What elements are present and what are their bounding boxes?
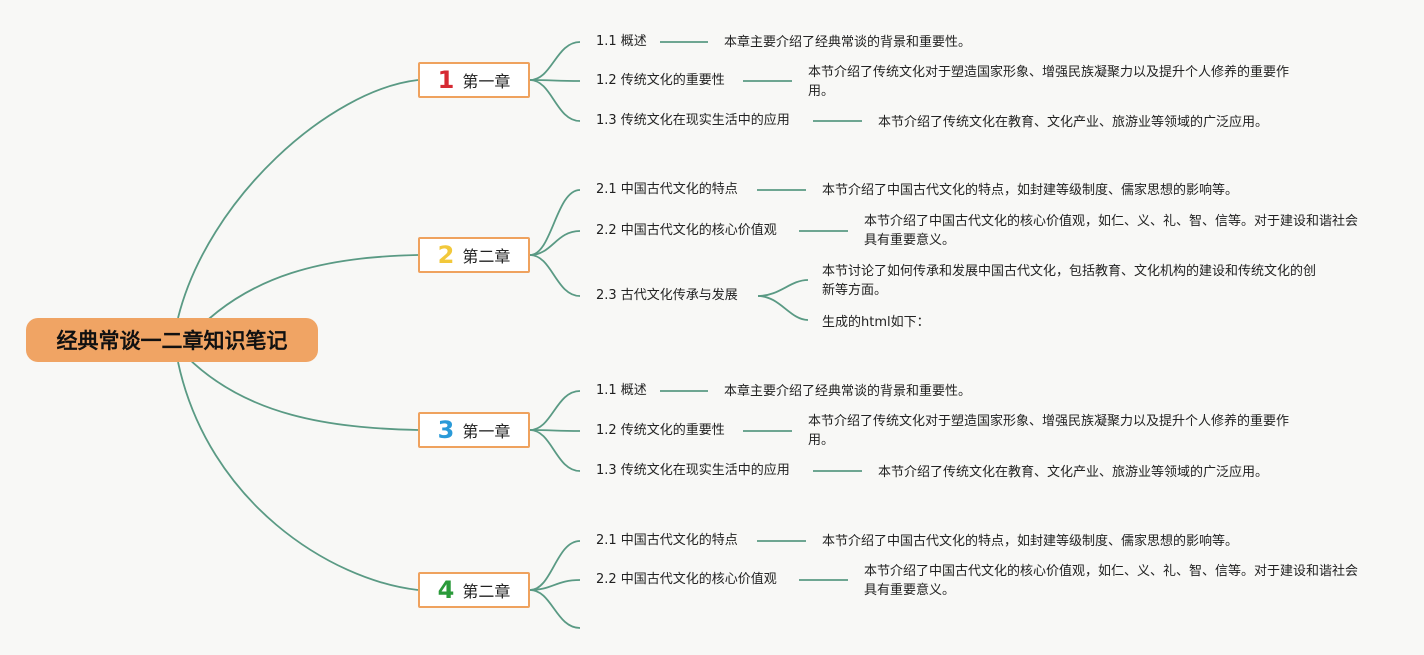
chapter-number: 3 xyxy=(437,416,455,444)
chapter-connector xyxy=(529,79,581,122)
topic-desc-connector xyxy=(757,295,809,321)
topic-label[interactable]: 1.3 传统文化在现实生活中的应用 xyxy=(596,113,790,128)
topic-label[interactable]: 1.3 传统文化在现实生活中的应用 xyxy=(596,463,790,478)
chapter-label: 第一章 xyxy=(462,422,511,441)
topic-label[interactable]: 2.1 中国古代文化的特点 xyxy=(596,533,738,548)
topic-description: 本节介绍了传统文化在教育、文化产业、旅游业等领域的广泛应用。 xyxy=(878,465,1269,480)
topic-description: 本节介绍了传统文化对于塑造国家形象、增强民族凝聚力以及提升个人修养的重要作用。 xyxy=(808,414,1290,448)
chapter-connector xyxy=(529,41,581,81)
root-connector xyxy=(185,254,419,343)
topic-label[interactable]: 2.1 中国古代文化的特点 xyxy=(596,182,738,197)
chapter-connector xyxy=(529,254,581,297)
chapter-number: 1 xyxy=(437,66,455,94)
chapter-connector xyxy=(529,579,581,591)
root-connector xyxy=(177,79,419,319)
chapter-connector xyxy=(529,189,581,256)
chapter-node-2[interactable]: 2 第二章 xyxy=(418,237,530,273)
topic-description: 本章主要介绍了经典常谈的背景和重要性。 xyxy=(724,384,972,399)
topic-description: 本节介绍了中国古代文化的特点，如封建等级制度、儒家思想的影响等。 xyxy=(822,183,1239,198)
topic-label[interactable]: 2.2 中国古代文化的核心价值观 xyxy=(596,223,777,238)
topic-description: 本节介绍了中国古代文化的核心价值观，如仁、义、礼、智、信等。对于建设和谐社会具有… xyxy=(864,214,1359,248)
topic-description: 本节介绍了中国古代文化的核心价值观，如仁、义、礼、智、信等。对于建设和谐社会具有… xyxy=(864,564,1359,598)
chapter-node-3[interactable]: 3 第一章 xyxy=(418,412,530,448)
topic-description: 本节讨论了如何传承和发展中国古代文化，包括教育、文化机构的建设和传统文化的创新等… xyxy=(822,264,1317,298)
topic-label[interactable]: 1.1 概述 xyxy=(596,34,647,49)
chapter-connector xyxy=(529,429,581,472)
topic-description: 生成的html如下： xyxy=(822,315,930,330)
chapter-number: 2 xyxy=(437,241,455,269)
chapter-connector xyxy=(529,390,581,431)
topic-label[interactable]: 2.2 中国古代文化的核心价值观 xyxy=(596,572,777,587)
chapter-node-1[interactable]: 1 第一章 xyxy=(418,62,530,98)
chapter-connector xyxy=(529,540,581,591)
topic-label[interactable]: 2.3 古代文化传承与发展 xyxy=(596,288,738,303)
topic-label[interactable]: 1.2 传统文化的重要性 xyxy=(596,73,725,88)
topic-description: 本章主要介绍了经典常谈的背景和重要性。 xyxy=(724,35,972,50)
topic-label[interactable]: 1.1 概述 xyxy=(596,383,647,398)
topic-label[interactable]: 1.2 传统文化的重要性 xyxy=(596,423,725,438)
chapter-number: 4 xyxy=(437,576,455,604)
topic-description: 本节介绍了传统文化对于塑造国家形象、增强民族凝聚力以及提升个人修养的重要作用。 xyxy=(808,65,1290,99)
chapter-label: 第二章 xyxy=(462,247,511,266)
root-title: 经典常谈一二章知识笔记 xyxy=(56,329,288,353)
chapter-connector xyxy=(529,230,581,256)
chapter-label: 第一章 xyxy=(462,72,511,91)
topic-description: 本节介绍了传统文化在教育、文化产业、旅游业等领域的广泛应用。 xyxy=(878,115,1269,130)
topic-description: 本节介绍了中国古代文化的特点，如封建等级制度、儒家思想的影响等。 xyxy=(822,534,1239,549)
topic-desc-connector xyxy=(757,279,809,297)
root-node[interactable]: 经典常谈一二章知识笔记 xyxy=(26,318,318,362)
chapter-connector xyxy=(529,589,581,629)
root-connector xyxy=(185,355,419,431)
root-connector xyxy=(177,361,419,591)
chapter-node-4[interactable]: 4 第二章 xyxy=(418,572,530,608)
chapter-label: 第二章 xyxy=(462,582,511,601)
